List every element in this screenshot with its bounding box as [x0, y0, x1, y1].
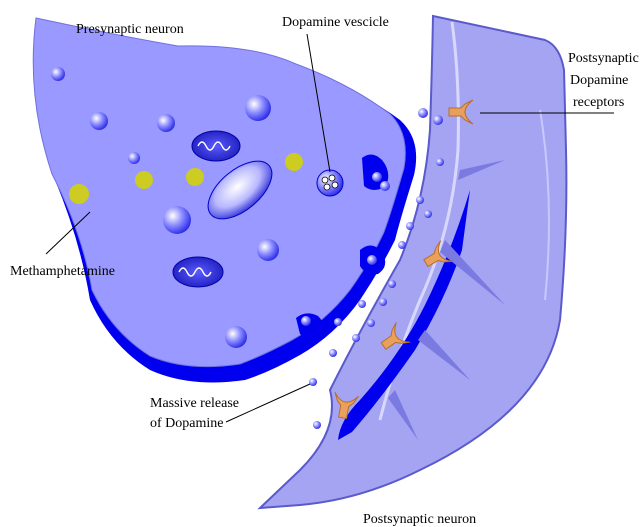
presynaptic-label: Presynaptic neuron — [76, 22, 184, 37]
vesicle — [90, 112, 108, 130]
vesicle — [128, 152, 140, 164]
meth-molecule — [186, 168, 204, 186]
vesicle — [51, 67, 65, 81]
receptors-label-line3: receptors — [573, 95, 624, 110]
receptors-label-line1: Postsynaptic — [568, 51, 639, 66]
vesicle — [257, 239, 279, 261]
mitochondrion — [173, 257, 223, 287]
meth-label: Methamphetamine — [10, 264, 115, 279]
receptors-label-line2: Dopamine — [570, 73, 628, 88]
vesicle — [157, 114, 175, 132]
release-label-line1: Massive release — [150, 396, 239, 411]
meth-molecule — [69, 184, 89, 204]
vesicle — [245, 95, 271, 121]
dopamine-vesicle — [317, 170, 343, 196]
meth-molecule — [135, 171, 153, 189]
postsynaptic-label: Postsynaptic neuron — [363, 512, 476, 527]
vesicle — [163, 206, 191, 234]
mitochondrion — [192, 131, 240, 161]
vesicle-label: Dopamine vescicle — [282, 15, 389, 30]
release-label-line2: of Dopamine — [150, 416, 223, 431]
meth-molecule — [285, 153, 303, 171]
vesicle — [225, 326, 247, 348]
